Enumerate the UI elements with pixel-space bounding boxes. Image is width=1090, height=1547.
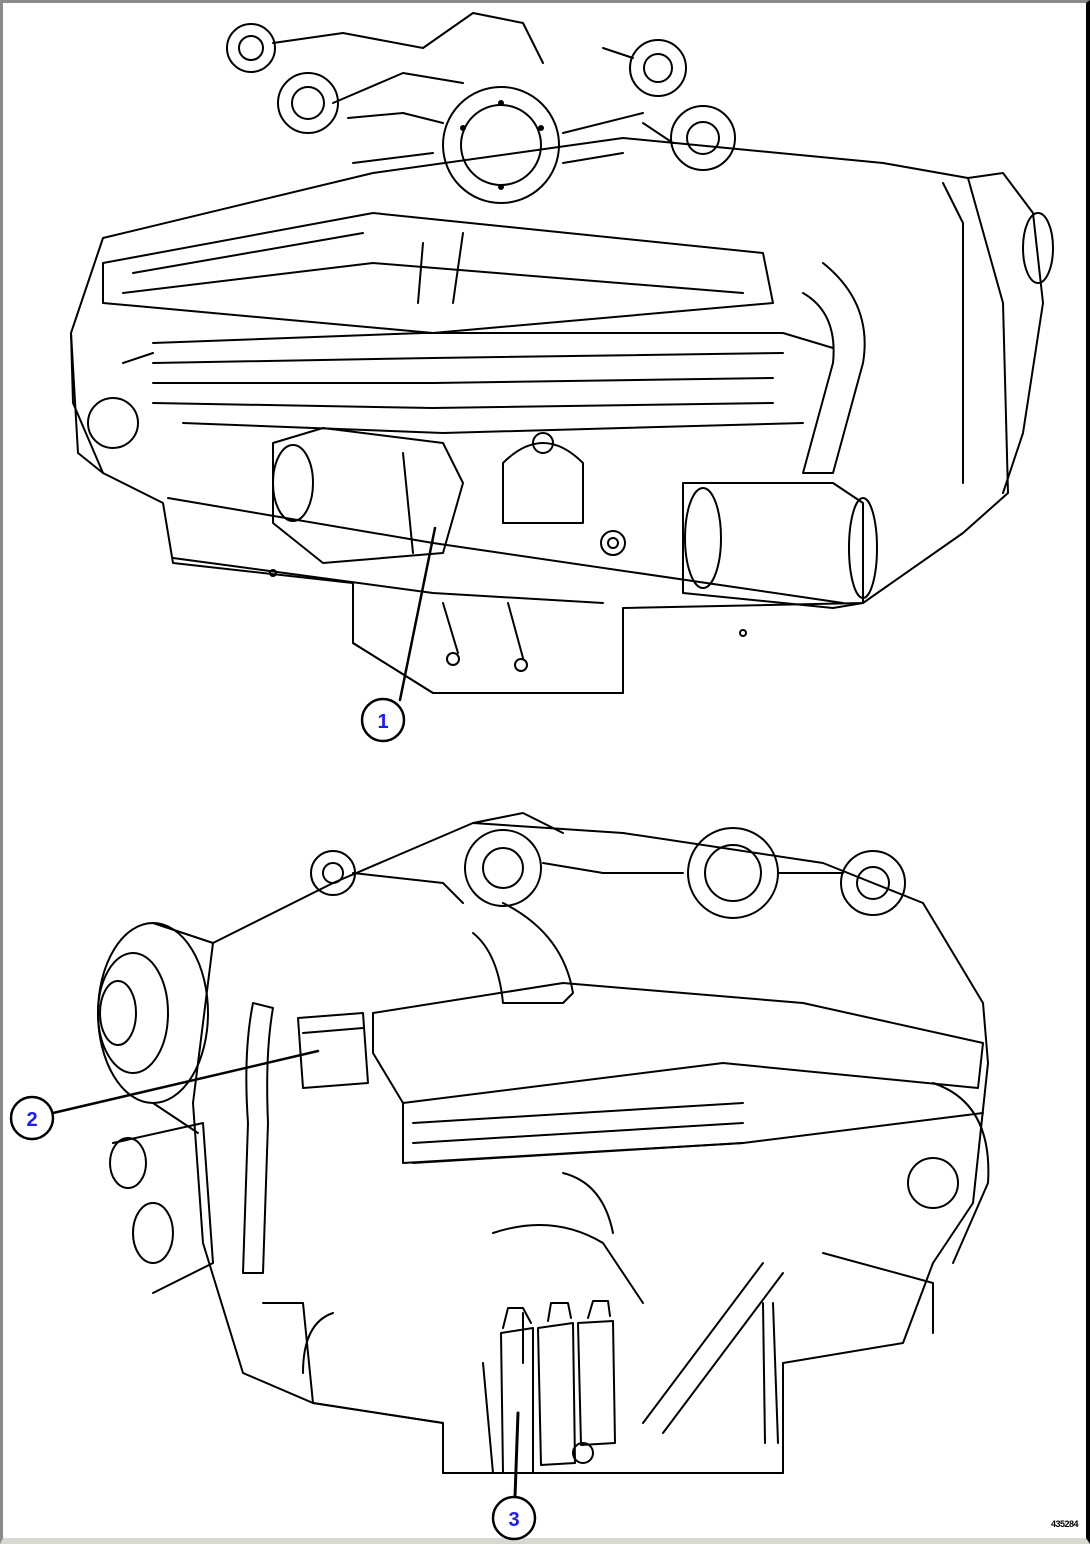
callout-3-leader xyxy=(513,1411,520,1499)
callout-1-leader xyxy=(398,526,437,702)
top-engine-drawing xyxy=(70,12,1054,694)
callout-1: 1 xyxy=(360,697,406,743)
engine-illustration: 1 2 3 xyxy=(9,12,1054,1541)
callout-3-number: 3 xyxy=(508,1509,519,1531)
callout-3: 3 xyxy=(491,1495,537,1541)
drawing-reference-code: 435284 xyxy=(1050,1519,1079,1529)
callout-2-leader xyxy=(51,1049,320,1115)
callout-2: 2 xyxy=(9,1095,55,1141)
bottom-engine-drawing xyxy=(97,812,990,1474)
callout-1-number: 1 xyxy=(377,711,388,733)
callout-2-number: 2 xyxy=(26,1109,37,1131)
